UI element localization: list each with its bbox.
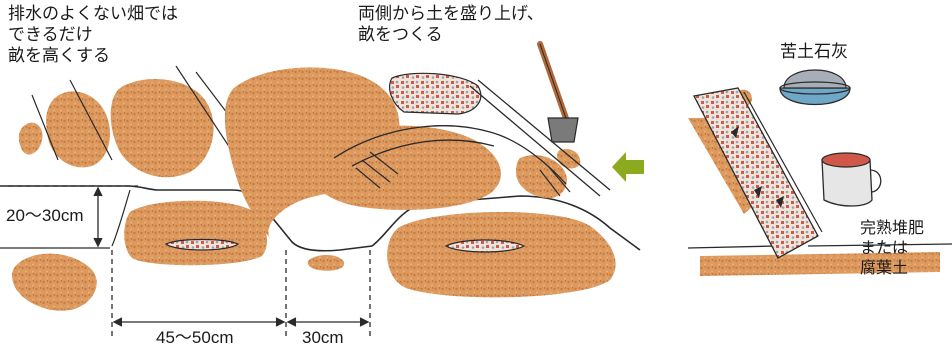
soil-clod (309, 126, 500, 210)
mounding-section (225, 44, 610, 238)
bowl-icon (780, 70, 850, 105)
drainage-note-line: できるだけ (8, 25, 178, 46)
compost-label-line: 完熟堆肥 (860, 218, 924, 238)
hoe-icon (540, 44, 578, 142)
compost-label-line: または (860, 238, 924, 258)
ridge-mound (387, 212, 616, 297)
soil-clod (308, 255, 344, 271)
mounding-note: 両側から土を盛り上げ、 畝をつくる (358, 4, 544, 46)
furrow-width-label: 30cm (302, 328, 344, 348)
ridge-width-arrowhead (276, 318, 284, 326)
height-arrowhead-bottom (94, 238, 102, 246)
lime-label: 苦土石灰 (780, 42, 848, 63)
drainage-note-line: 畝を高くする (8, 46, 178, 67)
furrow-width-arrowhead (360, 318, 368, 326)
drainage-note-line: 排水のよくない畑では (8, 4, 178, 25)
can-icon (822, 153, 881, 206)
ridge-width-label: 45〜50cm (156, 328, 233, 348)
compost-label: 完熟堆肥 または 腐葉土 (860, 218, 924, 278)
ridge-mound (124, 201, 267, 266)
height-arrowhead-top (94, 188, 102, 196)
mounding-note-line: 両側から土を盛り上げ、 (358, 4, 544, 25)
buried-compost-layer (446, 240, 524, 252)
ridge-width-arrowhead (114, 318, 122, 326)
amendment-pile (390, 73, 481, 114)
mounding-note-line: 畝をつくる (358, 25, 544, 46)
soil-clod (19, 123, 43, 155)
soil-clod (46, 91, 110, 167)
soil-clod (12, 254, 97, 311)
buried-compost-layer (166, 240, 238, 251)
soil-clod (557, 149, 580, 168)
soil-clod (111, 79, 214, 177)
arrow-left-icon (612, 152, 644, 182)
ridge-height-label: 20〜30cm (4, 206, 85, 226)
furrow-width-arrowhead (288, 318, 296, 326)
compost-label-line: 腐葉土 (860, 258, 924, 278)
drainage-note: 排水のよくない畑では できるだけ 畝を高くする (8, 4, 178, 67)
